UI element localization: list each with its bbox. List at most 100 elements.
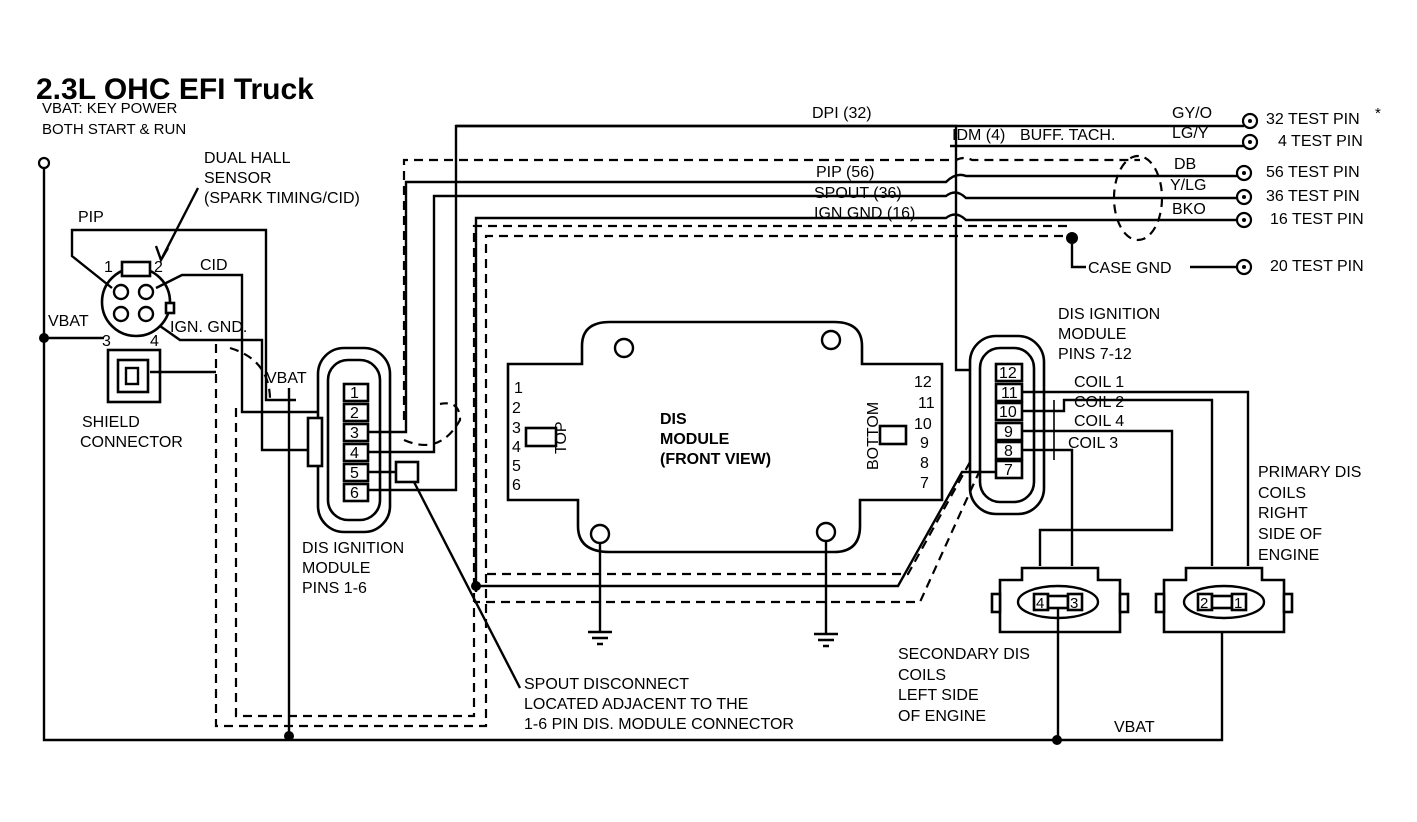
module-ground-left — [588, 543, 612, 646]
module-hole-tr — [820, 329, 842, 351]
test-pin-20-label: 20 TEST PIN — [1270, 258, 1364, 275]
module-bottom-label: BOTTOM — [865, 402, 882, 470]
module-top-tab — [524, 426, 558, 448]
primary-coils-label-4: SIDE OF — [1258, 526, 1322, 543]
ign-gnd-sensor-wire — [159, 325, 330, 452]
sensor-pin-2: 2 — [154, 259, 163, 276]
left-module-label-3: PINS 1-6 — [302, 580, 367, 597]
shield-connector — [106, 348, 162, 404]
ign-gnd-test-wire — [800, 213, 1244, 222]
coil-pack-left — [990, 566, 1130, 634]
right-module-shield-b — [474, 469, 982, 604]
pip-output-wire — [368, 180, 800, 434]
sensor-label-2: SENSOR — [204, 170, 272, 187]
test-pin-56-label: 56 TEST PIN — [1266, 164, 1360, 181]
dis-module-body — [506, 320, 944, 554]
sensor-pin-1: 1 — [104, 259, 113, 276]
dis-left-pin-3: 3 — [512, 420, 521, 437]
secondary-coils-label-3: LEFT SIDE — [898, 687, 979, 704]
left-module-pins — [342, 382, 370, 503]
dis-right-pin-12: 12 — [914, 374, 932, 391]
right-pin-10: 10 — [999, 404, 1017, 421]
shield-connector-label-2: CONNECTOR — [80, 434, 183, 451]
module-ground-right — [814, 541, 838, 648]
left-pin-3: 3 — [350, 425, 359, 442]
main-shield-left — [214, 234, 1070, 728]
coil-pack-right-pin-1: 1 — [1234, 595, 1242, 612]
wire-color-gy-o: GY/O — [1172, 105, 1212, 122]
ign-gnd-wire-label: IGN. GND. — [170, 319, 247, 336]
dis-right-pin-11: 11 — [918, 395, 935, 412]
wire-color-lg-y: LG/Y — [1172, 125, 1209, 142]
pip-wire-label: PIP — [78, 209, 104, 226]
coil-pack-left-pin-3: 3 — [1070, 595, 1078, 612]
module-bottom-tab — [878, 424, 908, 446]
wire-color-bko: BKO — [1172, 201, 1206, 218]
test-pin-36-label: 36 TEST PIN — [1266, 188, 1360, 205]
spout-signal-label: SPOUT (36) — [814, 185, 902, 202]
left-pin-4: 4 — [350, 445, 359, 462]
primary-coils-label-3: RIGHT — [1258, 505, 1308, 522]
vbat-bottom-label: VBAT — [1114, 719, 1155, 736]
ign-gnd-return-wire — [476, 470, 996, 588]
right-module-label-1: DIS IGNITION — [1058, 306, 1160, 323]
dis-module-label-2: MODULE — [660, 431, 730, 448]
ign-gnd-signal-label: IGN GND (16) — [814, 205, 915, 222]
module-shield-loop — [403, 402, 462, 446]
right-module-pins — [994, 362, 1024, 480]
wire-color-db: DB — [1174, 156, 1196, 173]
coil-4-wire — [1022, 429, 1174, 566]
sensor-pin-4: 4 — [150, 333, 159, 350]
sensor-pointer — [160, 187, 200, 259]
shield-to-test — [820, 156, 1140, 162]
spout-pointer — [412, 481, 522, 689]
pip-test-wire — [800, 173, 1244, 184]
dis-module-label-1: DIS — [660, 411, 687, 428]
pip-wire — [70, 228, 296, 402]
dpi-label: DPI (32) — [812, 105, 872, 122]
right-pin-11: 11 — [1001, 385, 1018, 402]
test-pin-32-label: 32 TEST PIN — [1266, 111, 1360, 128]
buff-tach-label: BUFF. TACH. — [1020, 127, 1115, 144]
test-pin-mark: * — [1375, 105, 1381, 122]
cid-wire — [155, 273, 330, 414]
ign-gnd-output-wire — [474, 216, 800, 592]
case-gnd-wire — [1070, 238, 1086, 269]
shield-connector-label-1: SHIELD — [82, 414, 140, 431]
spout-disconnect — [394, 460, 420, 484]
coil-pack-right-pin-2: 2 — [1200, 595, 1208, 612]
coil-pack-left-pin-4: 4 — [1036, 595, 1044, 612]
coil-1-wire — [1022, 390, 1250, 566]
dual-hall-sensor — [100, 260, 176, 338]
dis-left-pin-1: 1 — [514, 380, 523, 397]
main-shield-inner — [234, 224, 1070, 718]
sensor-pin-3: 3 — [102, 333, 111, 350]
dis-right-pin-7: 7 — [920, 475, 929, 492]
right-module-label-2: MODULE — [1058, 326, 1126, 343]
spout-note-line-1: SPOUT DISCONNECT — [524, 676, 689, 693]
vbat-note-line-2: BOTH START & RUN — [42, 121, 186, 138]
right-module-label-3: PINS 7-12 — [1058, 346, 1132, 363]
test-pin-4-label: 4 TEST PIN — [1278, 133, 1363, 150]
secondary-coils-label-4: OF ENGINE — [898, 708, 986, 725]
dis-right-pin-8: 8 — [920, 455, 929, 472]
spout-note-line-3: 1-6 PIN DIS. MODULE CONNECTOR — [524, 716, 794, 733]
sensor-shield-loop — [229, 346, 272, 401]
case-gnd-label: CASE GND — [1088, 260, 1172, 277]
dis-right-pin-10: 10 — [914, 416, 932, 433]
sensor-label-1: DUAL HALL — [204, 150, 291, 167]
coil-2-wire — [1022, 398, 1214, 566]
right-pin-12: 12 — [999, 365, 1017, 382]
pip-signal-label: PIP (56) — [816, 164, 874, 181]
left-pin-2: 2 — [350, 405, 359, 422]
right-module-shield-a — [486, 461, 971, 576]
vbat-bus-wire — [42, 168, 1224, 742]
idm-label: IDM (4) — [952, 127, 1005, 144]
right-pin-9: 9 — [1004, 424, 1013, 441]
dis-left-pin-2: 2 — [512, 400, 521, 417]
primary-coils-label-1: PRIMARY DIS — [1258, 464, 1361, 481]
primary-coils-label-2: COILS — [1258, 485, 1306, 502]
dis-right-pin-9: 9 — [920, 435, 929, 452]
left-pin-5: 5 — [350, 465, 359, 482]
